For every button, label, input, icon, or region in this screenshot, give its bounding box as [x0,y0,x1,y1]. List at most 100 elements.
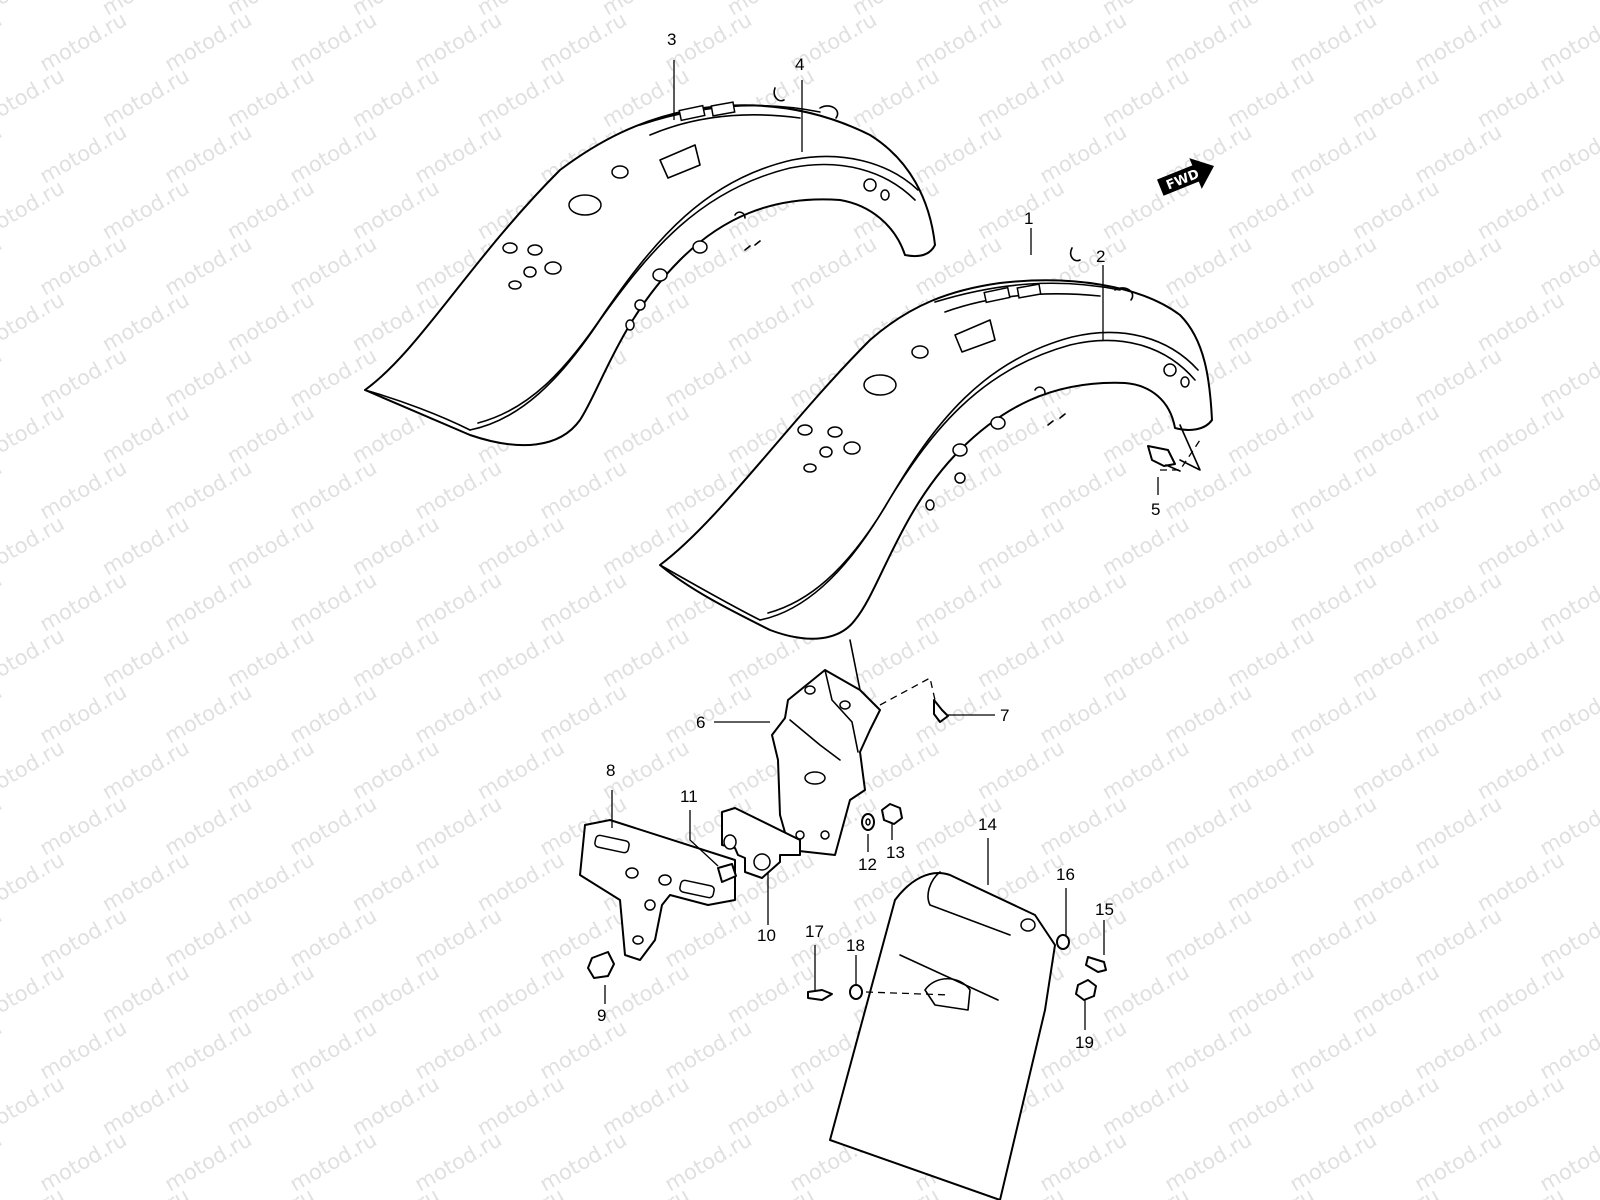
watermark-text: motod.ru [911,679,1006,748]
watermark-text: motod.ru [1411,791,1506,860]
watermark-text: motod.ru [1223,735,1318,804]
watermark-text: motod.ru [1473,959,1568,1028]
watermark-text: motod.ru [1098,511,1193,580]
watermark-text: motod.ru [286,1015,381,1084]
watermark-text: motod.ru [1348,287,1443,356]
grommet-9 [587,951,615,979]
watermark-text: motod.ru [411,455,506,524]
watermark-text: motod.ru [1473,63,1568,132]
watermark-text: motod.ru [1411,7,1506,76]
rear-fender-left [364,87,936,447]
watermark-text: motod.ru [1286,679,1381,748]
watermark-text: motod.ru [973,735,1068,804]
watermark-text: motod.ru [411,1015,506,1084]
callout-19: 19 [1075,1033,1094,1052]
watermark-text: motod.ru [0,511,68,580]
watermark-text: motod.ru [36,567,131,636]
watermark-text: motod.ru [1036,679,1131,748]
watermark-text: motod.ru [286,1127,381,1196]
watermark-text: motod.ru [1286,567,1381,636]
watermark-text: motod.ru [536,567,631,636]
watermark-text: motod.ru [1536,343,1600,412]
watermark-text: motod.ru [348,175,443,244]
nut-19 [1075,979,1097,1001]
watermark-text: motod.ru [1536,231,1600,300]
watermark-text: motod.ru [98,1071,193,1140]
watermark-text: motod.ru [1036,567,1131,636]
watermark-text: motod.ru [1098,623,1193,692]
watermark-text: motod.ru [161,791,256,860]
watermark-text: motod.ru [0,1071,68,1140]
watermark-text: motod.ru [1161,1015,1256,1084]
watermark-text: motod.ru [411,679,506,748]
watermark-text: motod.ru [36,7,131,76]
watermark-text: motod.ru [98,175,193,244]
watermark-text: motod.ru [223,1183,318,1200]
watermark-text: motod.ru [473,735,568,804]
watermark-text: motod.ru [536,679,631,748]
watermark-text: motod.ru [1411,343,1506,412]
watermark-text: motod.ru [0,567,6,636]
watermark-text: motod.ru [661,343,756,412]
watermark-text: motod.ru [161,119,256,188]
watermark-text: motod.ru [1223,1183,1318,1200]
watermark-text: motod.ru [161,1015,256,1084]
bolt-17 [807,989,833,1001]
watermark-text: motod.ru [1286,791,1381,860]
watermark-text: motod.ru [98,623,193,692]
watermark-text: motod.ru [36,903,131,972]
washer-16 [1056,934,1070,950]
nut-13 [881,803,903,825]
watermark-text: motod.ru [723,1071,818,1140]
watermark-text: motod.ru [1286,119,1381,188]
watermark-text: motod.ru [36,455,131,524]
watermark-text: motod.ru [36,119,131,188]
watermark-text: motod.ru [1286,231,1381,300]
watermark-text: motod.ru [1161,679,1256,748]
watermark-text: motod.ru [1536,7,1600,76]
callout-8: 8 [606,761,615,780]
watermark-text: motod.ru [911,7,1006,76]
watermark-text: motod.ru [286,7,381,76]
watermark-text: motod.ru [1348,623,1443,692]
watermark-text: motod.ru [1286,455,1381,524]
watermark-text: motod.ru [536,455,631,524]
watermark-text: motod.ru [1473,735,1568,804]
callout-2: 2 [1096,247,1105,266]
watermark-text: motod.ru [1036,7,1131,76]
watermark-text: motod.ru [1348,847,1443,916]
watermark-text: motod.ru [98,847,193,916]
watermark-text: motod.ru [161,343,256,412]
watermark-text: motod.ru [1473,1183,1568,1200]
watermark-text: motod.ru [1536,1015,1600,1084]
watermark-text: motod.ru [848,1183,943,1200]
bracket-10 [721,807,801,879]
watermark-text: motod.ru [1536,119,1600,188]
watermark-text: motod.ru [1223,959,1318,1028]
watermark-text: motod.ru [161,455,256,524]
watermark-text: motod.ru [348,847,443,916]
watermark-text: motod.ru [1348,63,1443,132]
watermark-text: motod.ru [286,903,381,972]
watermark-text: motod.ru [1411,119,1506,188]
rear-fender-right [659,247,1213,640]
watermark-text: motod.ru [473,511,568,580]
watermark-text: motod.ru [0,7,6,76]
watermark-text: motod.ru [0,287,68,356]
watermark-text: motod.ru [536,1127,631,1196]
watermark-text: motod.ru [0,0,68,20]
callout-labels: 1 2 3 4 5 6 7 8 9 10 11 12 13 14 15 16 1… [597,30,1160,1052]
callout-11: 11 [680,787,698,806]
watermark-text: motod.ru [473,63,568,132]
leader-lines [604,60,1159,1030]
watermark-text: motod.ru [36,1127,131,1196]
watermark-text: motod.ru [973,623,1068,692]
screw-15 [1085,956,1107,973]
watermark-text: motod.ru [36,231,131,300]
watermark-text: motod.ru [348,959,443,1028]
watermark-text: motod.ru [973,175,1068,244]
watermark-text: motod.ru [98,287,193,356]
watermark-text: motod.ru [348,511,443,580]
watermark-text: motod.ru [161,903,256,972]
watermark-text: motod.ru [98,735,193,804]
